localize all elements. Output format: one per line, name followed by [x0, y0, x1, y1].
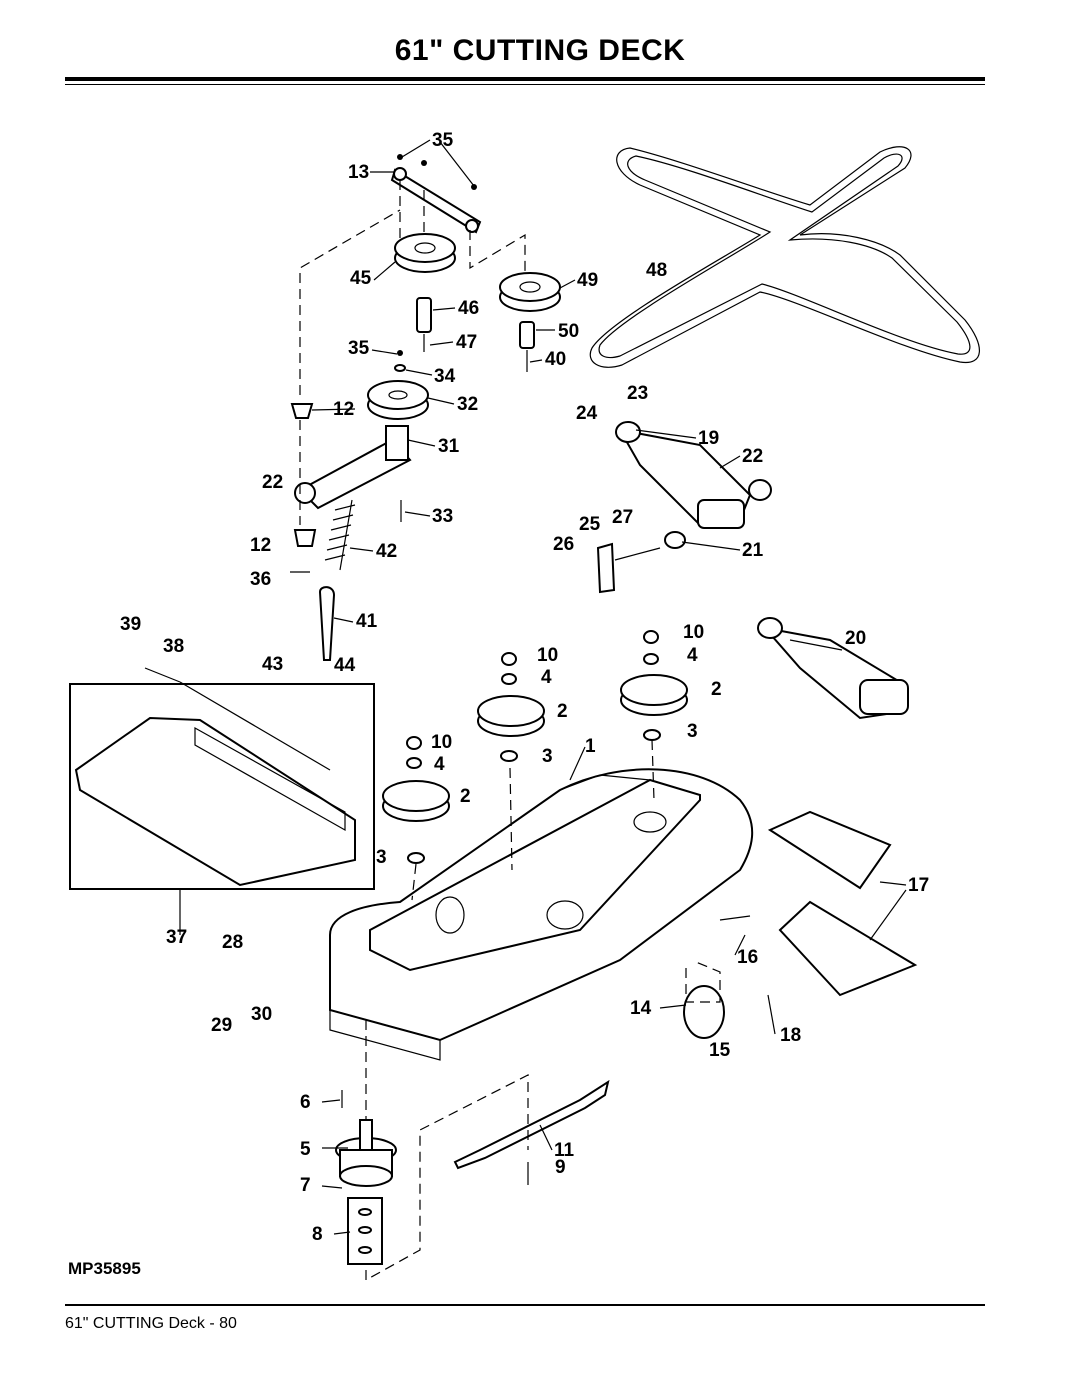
callout-label: 30 — [251, 1004, 272, 1025]
callout-label: 35 — [348, 338, 370, 359]
callout-label: 2 — [460, 786, 471, 807]
callout-label: 2 — [711, 679, 722, 700]
callout-label: 45 — [350, 268, 372, 289]
callout-label: 4 — [541, 667, 552, 688]
leader-lines — [179, 139, 907, 1235]
callout-label: 38 — [163, 636, 184, 657]
callout-label: 42 — [376, 541, 397, 562]
callout-labels: 35 13 45 49 48 46 50 47 35 40 34 12 32 2… — [120, 130, 929, 1245]
callout-label: 6 — [300, 1092, 311, 1113]
callout-label: 4 — [687, 645, 698, 666]
callout-label: 50 — [558, 321, 579, 342]
callout-label: 37 — [166, 927, 187, 948]
callout-label: 18 — [780, 1025, 801, 1046]
callout-label: 14 — [630, 998, 652, 1019]
exploded-parts-artwork — [69, 146, 980, 1282]
callout-label: 3 — [376, 847, 387, 868]
callout-label: 1 — [585, 736, 596, 757]
callout-label: 21 — [742, 540, 764, 561]
callout-label: 34 — [434, 366, 456, 387]
callout-label: 27 — [612, 507, 633, 528]
callout-label: 10 — [431, 732, 452, 753]
footer-rule — [65, 1304, 985, 1306]
callout-label: 44 — [334, 655, 356, 676]
callout-label: 9 — [555, 1157, 566, 1178]
diagram-code: MP35895 — [68, 1259, 141, 1278]
callout-label: 22 — [742, 446, 763, 467]
callout-label: 12 — [250, 535, 271, 556]
callout-label: 19 — [698, 428, 719, 449]
callout-label: 2 — [557, 701, 568, 722]
callout-label: 32 — [457, 394, 478, 415]
page-title: 61" CUTTING DECK — [394, 34, 686, 67]
callout-label: 11 — [554, 1140, 575, 1161]
callout-label: 40 — [545, 349, 566, 370]
callout-label: 7 — [300, 1175, 311, 1196]
callout-label: 4 — [434, 754, 445, 775]
page-footer: 61" CUTTING Deck - 80 — [65, 1315, 237, 1332]
callout-label: 13 — [348, 162, 369, 183]
title-rule-thin — [65, 84, 985, 85]
callout-label: 15 — [709, 1040, 731, 1061]
callout-label: 3 — [687, 721, 698, 742]
callout-label: 29 — [211, 1015, 232, 1036]
callout-label: 39 — [120, 614, 141, 635]
callout-label: 10 — [683, 622, 704, 643]
callout-label: 31 — [438, 436, 460, 457]
callout-label: 22 — [262, 472, 283, 493]
callout-label: 8 — [312, 1224, 323, 1245]
callout-label: 33 — [432, 506, 453, 527]
callout-label: 41 — [356, 611, 378, 632]
callout-label: 25 — [579, 514, 601, 535]
callout-label: 23 — [627, 383, 648, 404]
callout-label: 49 — [577, 270, 598, 291]
callout-label: 46 — [458, 298, 479, 319]
callout-label: 24 — [576, 403, 598, 424]
callout-label: 5 — [300, 1139, 311, 1160]
callout-label: 28 — [222, 932, 243, 953]
callout-label: 26 — [553, 534, 574, 555]
callout-label: 3 — [542, 746, 553, 767]
callout-label: 48 — [646, 260, 667, 281]
callout-label: 10 — [537, 645, 558, 666]
callout-label: 47 — [456, 332, 477, 353]
callout-label: 35 — [432, 130, 454, 151]
callout-label: 20 — [845, 628, 866, 649]
callout-label: 17 — [908, 875, 929, 896]
callout-label: 16 — [737, 947, 758, 968]
callout-label: 36 — [250, 569, 271, 590]
title-rule — [65, 77, 985, 81]
callout-label: 43 — [262, 654, 283, 675]
